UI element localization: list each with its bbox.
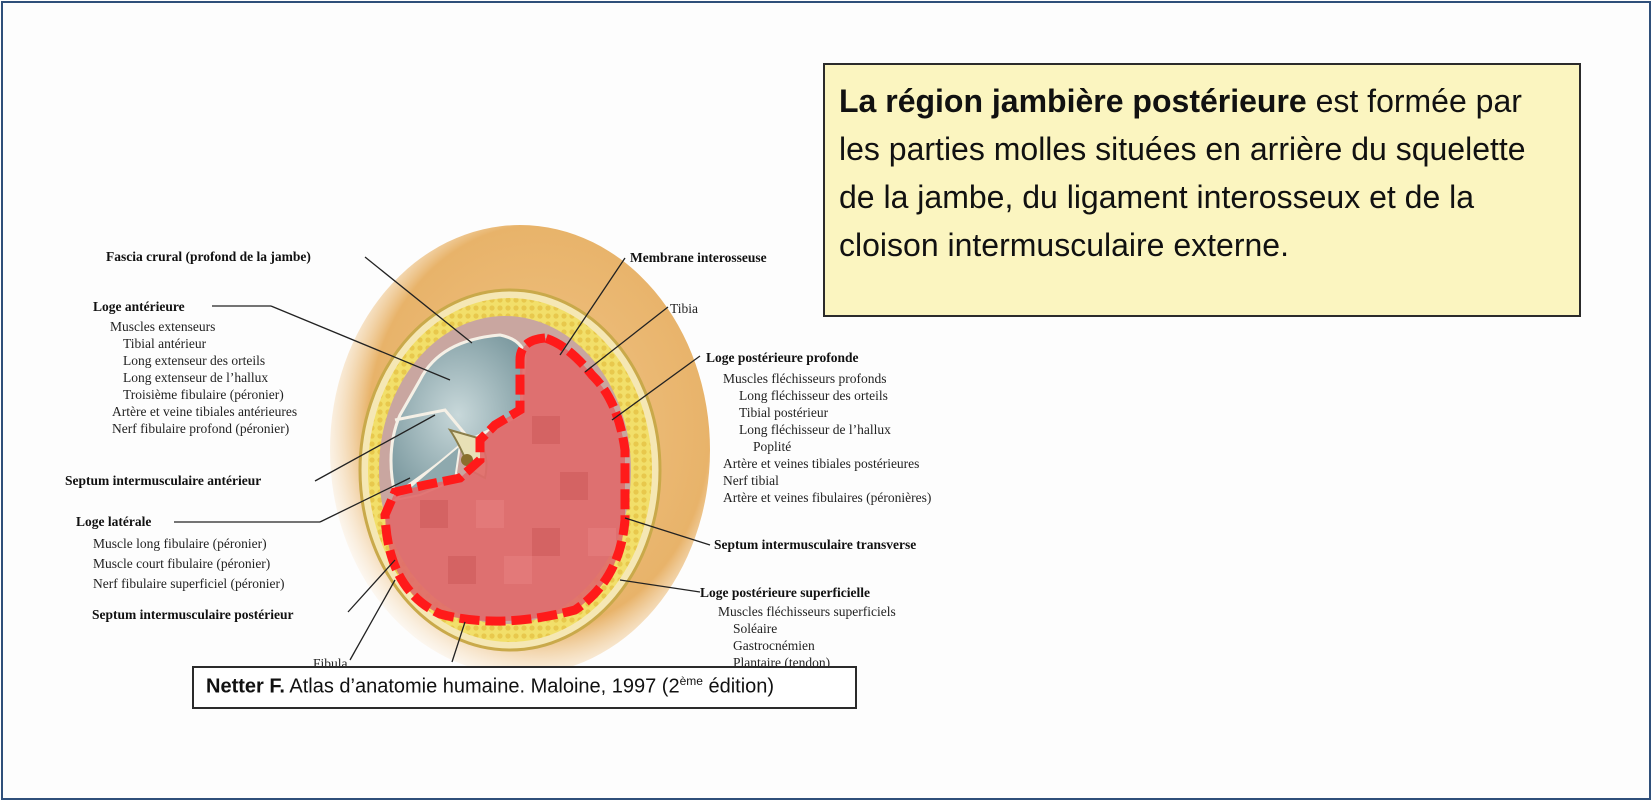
label-pp-1: Muscles fléchisseurs profonds (723, 371, 886, 386)
label-tibia: Tibia (670, 301, 698, 316)
label-ant-2: Tibial antérieur (123, 336, 207, 351)
label-septum-anterieur: Septum intermusculaire antérieur (65, 473, 261, 488)
label-septum-posterieur: Septum intermusculaire postérieur (92, 607, 293, 622)
label-septum-transverse: Septum intermusculaire transverse (714, 537, 916, 552)
label-loge-post-profonde: Loge postérieure profonde (706, 350, 859, 365)
label-lat-3: Nerf fibulaire superficiel (péronier) (93, 576, 285, 591)
label-pp-2: Long fléchisseur des orteils (739, 388, 888, 403)
label-ps-2: Soléaire (733, 621, 777, 636)
citation-author: Netter F. (206, 675, 285, 698)
label-ant-3: Long extenseur des orteils (123, 353, 265, 368)
pixel-blocks (420, 416, 616, 584)
label-ant-7: Nerf fibulaire profond (péronier) (112, 421, 289, 436)
septum-lines (394, 408, 472, 441)
citation-box: Netter F. Atlas d’anatomie humaine. Malo… (192, 666, 857, 709)
label-pp-6: Artère et veines tibiales postérieures (723, 456, 919, 471)
label-pp-5: Poplité (753, 439, 791, 454)
label-ant-4: Long extenseur de l’hallux (123, 370, 268, 385)
label-ant-5: Troisième fibulaire (péronier) (123, 387, 284, 402)
label-lat-1: Muscle long fibulaire (péronier) (93, 536, 267, 551)
label-ant-1: Muscles extenseurs (110, 319, 215, 334)
citation-sup: ème (679, 674, 703, 688)
label-pp-7: Nerf tibial (723, 473, 779, 488)
label-fascia: Fascia crural (profond de la jambe) (106, 249, 311, 264)
label-loge-anterieure: Loge antérieure (93, 299, 185, 314)
citation-text-before: Atlas d’anatomie humaine. Maloine, 1997 … (284, 675, 680, 698)
label-loge-laterale: Loge latérale (76, 514, 151, 529)
definition-box: La région jambière postérieure est formé… (823, 63, 1581, 317)
label-pp-4: Long fléchisseur de l’hallux (739, 422, 891, 437)
label-ant-6: Artère et veine tibiales antérieures (112, 404, 297, 419)
label-ps-3: Gastrocnémien (733, 638, 815, 653)
definition-text: est formée par les parties molles située… (839, 83, 1526, 263)
citation-text-after: édition) (702, 675, 775, 698)
definition-bold: La région jambière postérieure (839, 83, 1307, 119)
posterior-region-highlight (385, 338, 625, 622)
label-ps-1: Muscles fléchisseurs superficiels (718, 604, 896, 619)
label-loge-post-superficielle: Loge postérieure superficielle (700, 585, 870, 600)
label-lat-2: Muscle court fibulaire (péronier) (93, 556, 270, 571)
label-membrane: Membrane interosseuse (630, 250, 767, 265)
posterior-region-outline (380, 333, 630, 626)
leader-lines (174, 256, 711, 663)
label-pp-8: Artère et veines fibulaires (péronières) (723, 490, 931, 505)
label-pp-3: Tibial postérieur (739, 405, 829, 420)
